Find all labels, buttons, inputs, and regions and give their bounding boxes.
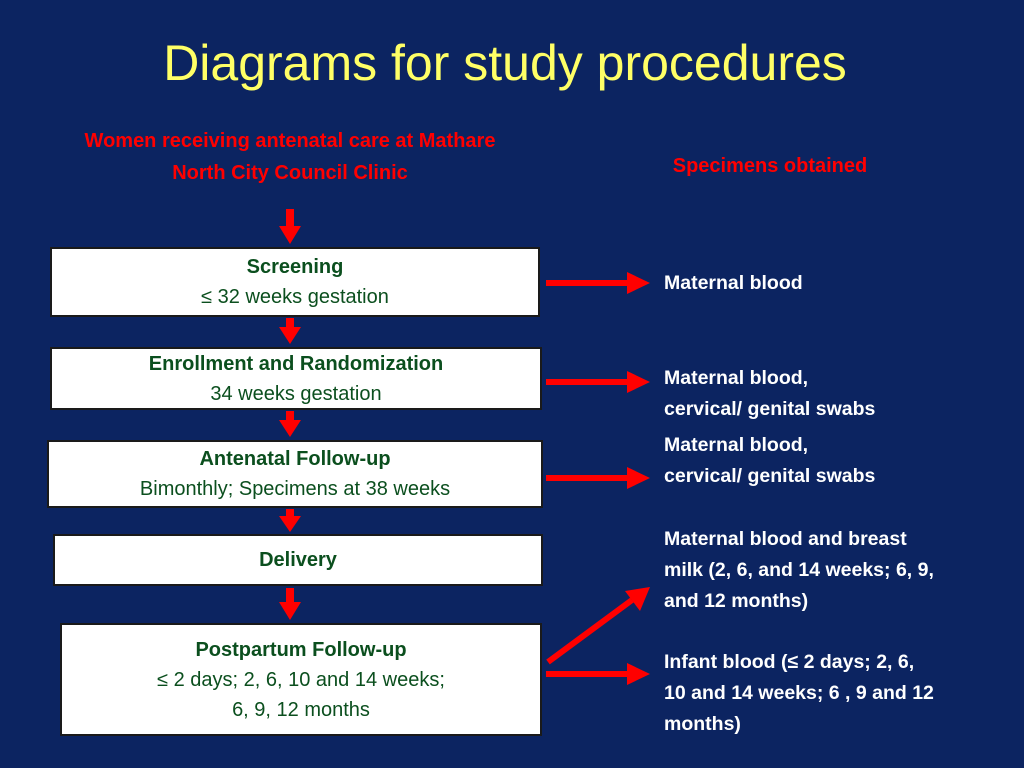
step-detail: 34 weeks gestation bbox=[210, 382, 382, 405]
specimen-enrollment: Maternal blood, cervical/ genital swabs bbox=[664, 367, 876, 420]
right-arrow-icon bbox=[546, 467, 650, 489]
down-arrow-icon bbox=[279, 509, 301, 532]
diagonal-arrow-icon bbox=[546, 587, 650, 665]
population-label: Women receiving antenatal care at Mathar… bbox=[84, 130, 496, 184]
step-antenatal-follow-up: Antenatal Follow-up Bimonthly; Specimens… bbox=[47, 440, 543, 508]
step-detail: ≤ 2 days; 2, 6, 10 and 14 weeks; 6, 9, 1… bbox=[157, 668, 445, 721]
specimen-maternal-postpartum: Maternal blood and breast milk (2, 6, an… bbox=[664, 528, 934, 612]
down-arrow-icon bbox=[279, 411, 301, 437]
page-title: Diagrams for study procedures bbox=[163, 35, 847, 91]
specimens-header: Specimens obtained bbox=[672, 155, 868, 177]
specimen-antenatal: Maternal blood, cervical/ genital swabs bbox=[664, 434, 876, 487]
step-postpartum-follow-up: Postpartum Follow-up ≤ 2 days; 2, 6, 10 … bbox=[60, 623, 542, 736]
step-name: Postpartum Follow-up bbox=[195, 638, 407, 661]
specimen-screening: Maternal blood bbox=[664, 272, 803, 294]
step-detail: Bimonthly; Specimens at 38 weeks bbox=[139, 478, 451, 500]
right-arrow-icon bbox=[546, 272, 650, 294]
step-enrollment: Enrollment and Randomization 34 weeks ge… bbox=[50, 347, 542, 410]
specimen-infant: Infant blood (≤ 2 days; 2, 6, 10 and 14 … bbox=[664, 651, 934, 735]
down-arrow-icon bbox=[279, 318, 301, 344]
right-arrow-icon bbox=[546, 371, 650, 393]
step-detail: ≤ 32 weeks gestation bbox=[201, 286, 389, 308]
right-arrow-icon bbox=[546, 663, 650, 685]
down-arrow-icon bbox=[279, 209, 301, 244]
step-screening: Screening ≤ 32 weeks gestation bbox=[50, 247, 540, 317]
step-name: Enrollment and Randomization bbox=[148, 352, 444, 375]
step-name: Delivery bbox=[259, 549, 337, 571]
down-arrow-icon bbox=[279, 588, 301, 620]
step-name: Antenatal Follow-up bbox=[199, 448, 391, 470]
step-name: Screening bbox=[246, 256, 344, 278]
step-delivery: Delivery bbox=[53, 534, 543, 586]
